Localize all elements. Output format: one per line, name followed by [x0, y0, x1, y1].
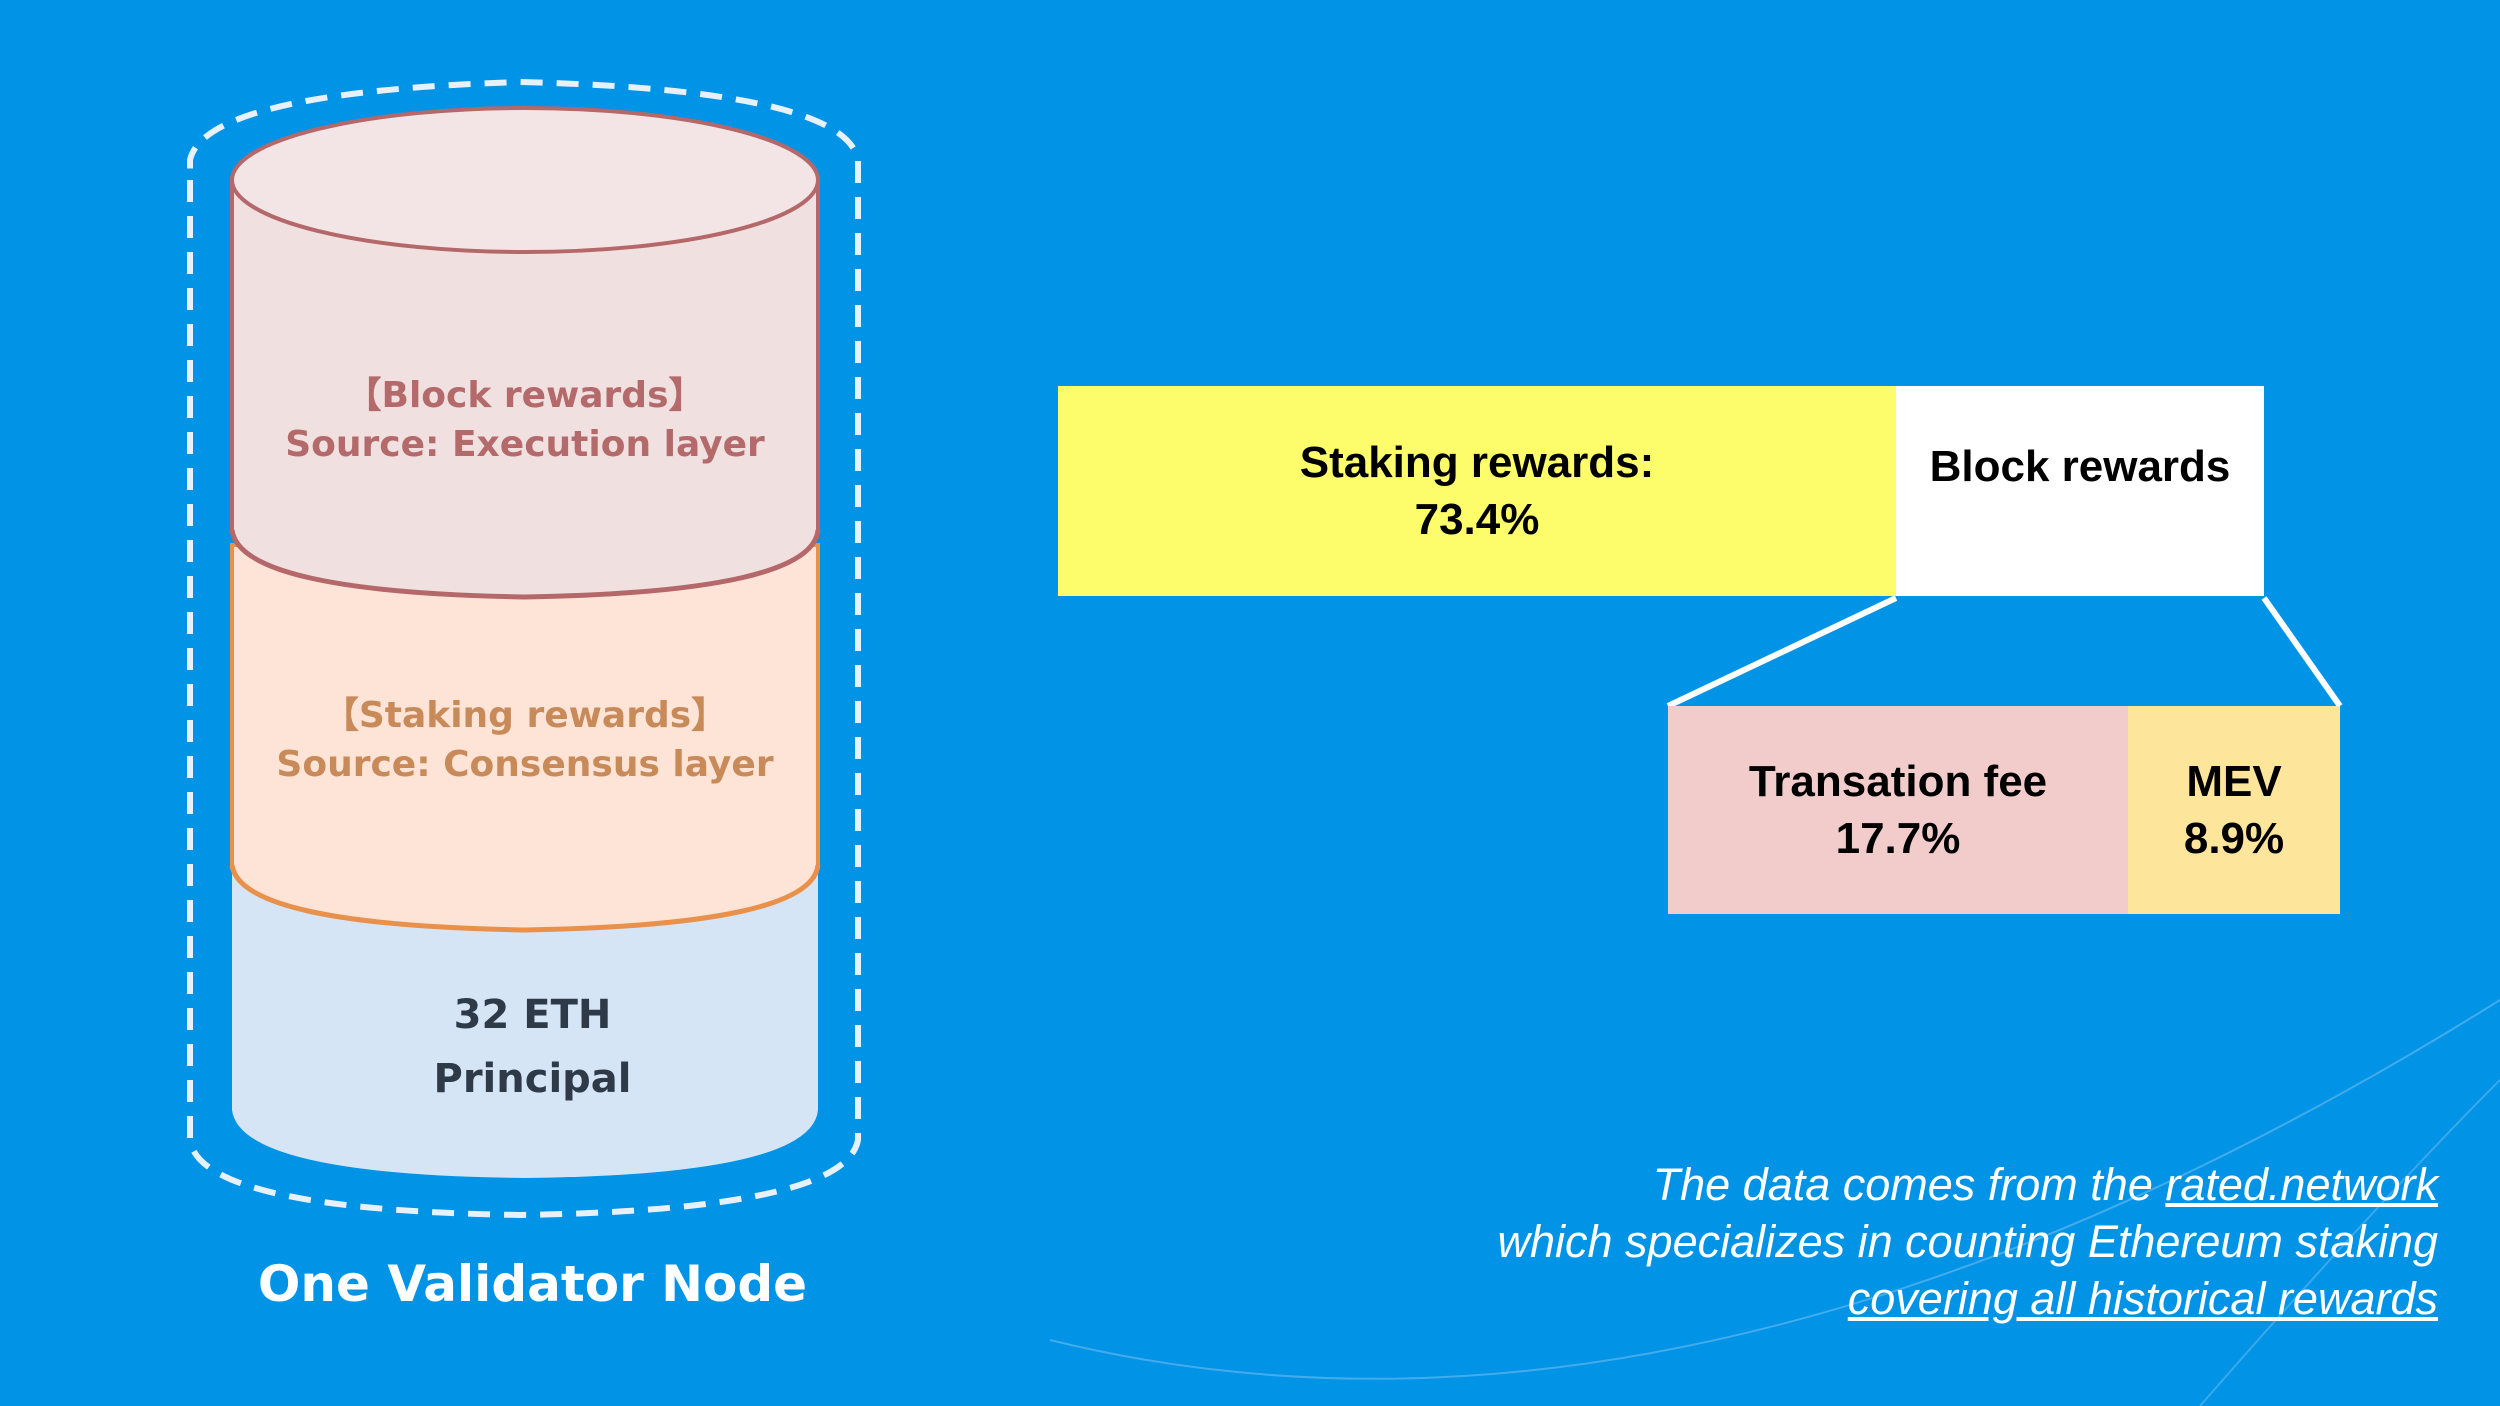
transaction-fee-box: Transation fee 17.7% — [1668, 706, 2128, 914]
source-line-3: covering all historical rewards — [1338, 1270, 2438, 1327]
validator-cylinder — [187, 78, 861, 1219]
transaction-fee-label: Transation fee — [1748, 756, 2048, 806]
mev-box: MEV 8.9% — [2128, 706, 2340, 914]
block-rewards-source: Source: Execution layer — [285, 423, 765, 465]
principal-label: Principal — [433, 1056, 632, 1102]
source-prefix: The data comes from the — [1652, 1159, 2166, 1210]
node-title: One Validator Node — [257, 1255, 808, 1313]
connector-left — [1666, 595, 1898, 709]
staking-rewards-layer-label: 【Staking rewards】 Source: Consensus laye… — [230, 692, 820, 789]
block-rewards-title: 【Block rewards】 — [345, 375, 705, 416]
block-rewards-label: Block rewards — [1929, 442, 2231, 491]
staking-rewards-value: 73.4% — [1414, 495, 1540, 544]
staking-rewards-label: Staking rewards: — [1299, 437, 1655, 487]
source-line-1: The data comes from the rated.network — [1338, 1156, 2438, 1213]
principal-layer-label: 32 ETH Principal — [230, 983, 835, 1111]
node-dashed-outline — [187, 78, 861, 1219]
cylinder-top — [230, 106, 820, 254]
connector-right — [2261, 596, 2343, 708]
transaction-fee-value: 17.7% — [1835, 814, 1961, 863]
mev-value: 8.9% — [2183, 814, 2285, 863]
source-note: The data comes from the rated.network wh… — [1338, 1156, 2439, 1327]
staking-rewards-box: Staking rewards: 73.4% — [1058, 386, 1896, 596]
principal-layer — [232, 870, 818, 1178]
rated-network-link[interactable]: rated.network — [2165, 1159, 2438, 1210]
block-rewards-layer-label: 【Block rewards】 Source: Execution layer — [230, 372, 820, 469]
historical-rewards-link[interactable]: covering all historical rewards — [1847, 1273, 2438, 1325]
source-line-2: which specializes in counting Ethereum s… — [1497, 1216, 2439, 1268]
staking-rewards-source: Source: Consensus layer — [276, 743, 774, 785]
mev-label: MEV — [2186, 756, 2282, 806]
principal-amount: 32 ETH — [453, 992, 612, 1038]
staking-rewards-title: 【Staking rewards】 — [322, 695, 728, 736]
block-rewards-box: Block rewards — [1896, 386, 2264, 596]
